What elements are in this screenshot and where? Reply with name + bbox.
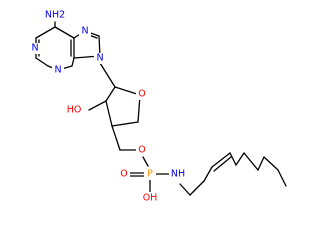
phosphoryl-oxygen-text: O <box>120 169 127 180</box>
phosphorus-label: P <box>144 169 156 180</box>
ester-oxygen-text: O <box>138 145 145 156</box>
phosphoryl-oxygen-label: O <box>118 169 130 180</box>
phosphate-hydroxyl-label: OH <box>140 192 160 204</box>
phosphorus-text: P <box>147 169 153 180</box>
molecule-structure-diagram: NH2 N N N N HO O O <box>29 9 287 204</box>
hydroxyl-label: HO <box>64 104 84 116</box>
purine-n7-text: N <box>81 26 88 37</box>
amine-text: NH2 <box>45 10 65 21</box>
purine-n1-label: N <box>29 43 41 54</box>
atom-labels: NH2 N N N N HO O O <box>29 9 187 204</box>
phosphate-hydroxyl-text: OH <box>143 193 158 204</box>
ring-oxygen-label: O <box>136 89 148 100</box>
ester-oxygen-label: O <box>136 145 148 156</box>
purine-n3-text: N <box>54 65 61 76</box>
purine-n9-text: N <box>96 53 103 64</box>
hydroxyl-text: HO <box>67 105 82 116</box>
purine-n7-label: N <box>79 26 91 37</box>
purine-n9-label: N <box>94 53 106 64</box>
purine-n1-text: N <box>31 43 38 54</box>
amine-label: NH2 <box>44 9 66 21</box>
amide-nitrogen-text: NH <box>171 169 185 180</box>
purine-n3-label: N <box>52 65 64 76</box>
amide-nitrogen-label: NH <box>169 168 187 180</box>
ring-oxygen-text: O <box>138 89 145 100</box>
